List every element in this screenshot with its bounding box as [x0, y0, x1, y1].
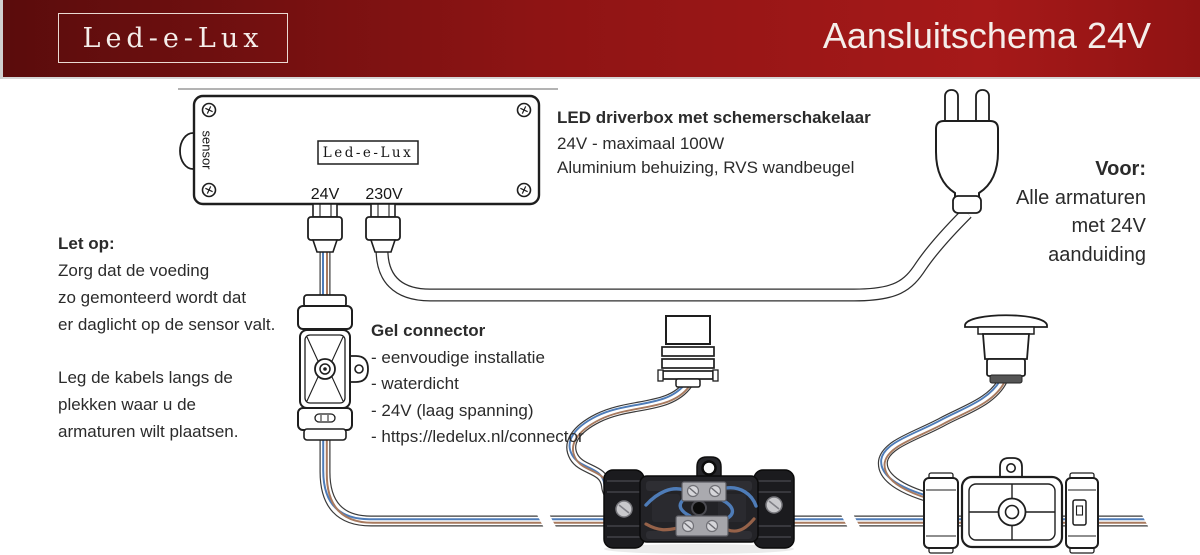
end-cap-left: [923, 477, 959, 549]
note-line: armaturen wilt plaatsen.: [58, 422, 239, 441]
gel-heading: Gel connector: [371, 321, 486, 340]
mount-hole: [1005, 462, 1016, 473]
cable-main-run: [319, 426, 1154, 527]
target-line: aanduiding: [1048, 243, 1146, 266]
cap-slot: [314, 413, 336, 423]
junction-box: [603, 456, 795, 554]
plug-neck: [952, 195, 982, 214]
corner-screw-icons: [201, 102, 532, 198]
terminal-blocks: [675, 481, 729, 537]
driverbox-info: LED driverbox met schemerschakelaar 24V …: [557, 106, 871, 180]
spot-dome: [964, 314, 1048, 328]
device-logo-text: Led-e-Lux: [323, 145, 413, 161]
cable-break-left: [534, 504, 559, 538]
mount-hole: [701, 460, 717, 476]
gland-24v: [307, 203, 343, 253]
page-title: Aansluitschema 24V: [822, 15, 1151, 56]
note-block: Let op: Zorg dat de voeding zo gemonteer…: [58, 230, 275, 445]
gel-connector-right: [923, 457, 1099, 554]
gel-connector-vertical: [297, 294, 369, 441]
driverbox-spec2: Aluminium behuizing, RVS wandbeugel: [557, 158, 855, 177]
note-line: er daglicht op de sensor valt.: [58, 315, 276, 334]
port-label-24v: 24V: [311, 186, 340, 203]
gel-connector-info: Gel connector - eenvoudige installatie -…: [371, 318, 584, 451]
gland-230v: [365, 203, 401, 253]
connector-cap: [665, 315, 711, 345]
target-line: met 24V: [1071, 215, 1146, 237]
cable-break-right: [838, 504, 863, 538]
note-heading: Let op:: [58, 234, 115, 253]
power-plug-icon: [935, 89, 999, 214]
target-heading: Voor:: [1095, 158, 1146, 180]
port-label-230v: 230V: [365, 186, 403, 203]
driverbox-heading: LED driverbox met schemerschakelaar: [557, 108, 871, 127]
spot-base-band: [989, 374, 1023, 384]
brand-logo-text: Led-e-Lux: [82, 22, 264, 54]
note-line: Zorg dat de voeding: [58, 261, 210, 280]
mount-hole: [354, 364, 364, 374]
sensor-label: sensor: [200, 130, 215, 170]
mains-cable-230v: [375, 208, 972, 302]
gel-item: - eenvoudige installatie: [371, 347, 545, 367]
cable-right-fixture: [877, 377, 1008, 504]
spot-body: [982, 333, 1030, 360]
target-block: Voor: Alle armaturen met 24V aanduiding: [1016, 155, 1146, 269]
device-logo-plate: [317, 140, 419, 165]
note-line: Leg de kabels langs de: [58, 368, 233, 387]
window-edge: [0, 0, 3, 79]
led-driverbox: sensor Led-e-Lux 24V 230V: [179, 94, 541, 253]
fixture-connector-mid: [657, 315, 719, 388]
target-line: Alle armaturen: [1015, 186, 1146, 209]
note-line: zo gemonteerd wordt dat: [58, 288, 247, 307]
ground-spot-fixture: [964, 314, 1048, 384]
gel-item: - https://ledelux.nl/connector: [371, 427, 584, 446]
center-screw: [691, 500, 707, 516]
gel-item: - 24V (laag spanning): [371, 400, 534, 420]
gel-item: - waterdicht: [371, 374, 459, 393]
cable-24v-drop: [319, 248, 331, 300]
header-banner: Led-e-Lux Aansluitschema 24V: [0, 0, 1200, 79]
driverbox-spec1: 24V - maximaal 100W: [557, 134, 725, 153]
brand-logo: Led-e-Lux: [58, 13, 288, 63]
plug-body: [935, 120, 999, 198]
cable-end-cut: [1138, 500, 1170, 540]
note-line: plekken waar u de: [58, 395, 196, 414]
